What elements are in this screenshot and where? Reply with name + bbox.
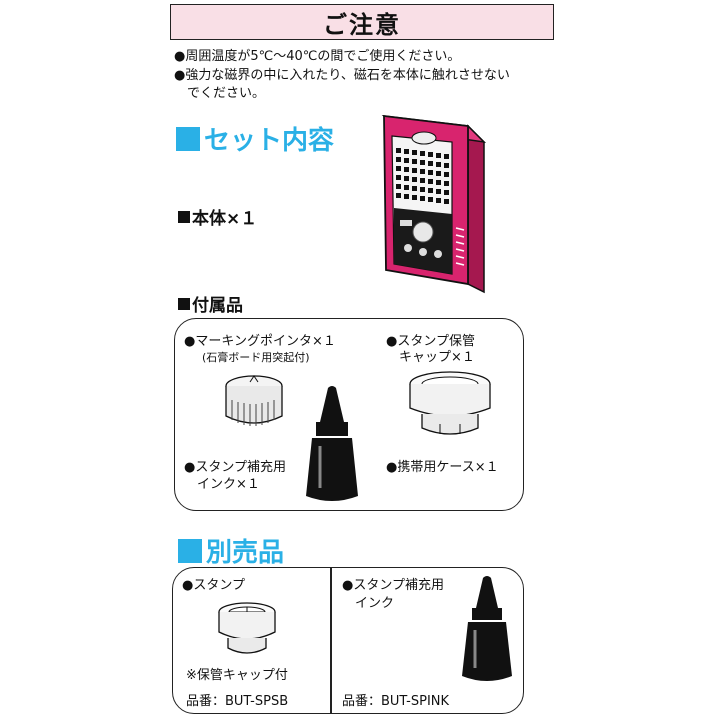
ink-refill-label-line1: ●スタンプ補充用 [342,578,444,593]
accessories-heading: 付属品 [178,291,243,316]
blue-square-icon [178,538,202,563]
case-label: ●携帯用ケース×１ [386,460,499,475]
ink-refill-label-line2: インク [342,596,395,611]
black-square-icon [178,210,190,223]
main-unit-text: 本体×１ [192,209,258,229]
stamp-note: ※保管キャップ付 [186,668,288,683]
pointer-note: (石膏ボード用突起付) [202,351,310,364]
stamp-illustration [218,602,276,654]
pointer-label: ●マーキングポインタ×１ [184,334,336,349]
caution-title: ご注意 [323,10,401,39]
stamp-part-number: 品番：BUT-SPSB [186,694,289,709]
ink-label-line1: ●スタンプ補充用 [184,460,286,475]
blue-square-icon [176,126,200,151]
accessories-title: 付属品 [192,296,243,316]
accessories-panel [174,318,524,511]
stamp-label: ●スタンプ [182,578,245,593]
black-square-icon [178,297,190,310]
stamp-cap-illustration [409,371,491,435]
sold-separately-title: 別売品 [206,538,285,568]
caution-note-2: ●強力な磁界の中に入れたり、磁石を本体に触れさせない [174,68,510,83]
main-unit-label: 本体×１ [178,204,257,229]
ink-refill-part-number: 品番：BUT-SPINK [342,694,450,709]
set-contents-title: セット内容 [204,126,335,156]
set-contents-heading: セット内容 [176,120,334,157]
sold-separately-heading: 別売品 [178,532,284,569]
caution-note-1: ●周囲温度が5℃～40℃の間でご使用ください。 [174,49,461,64]
ink-bottle-illustration [306,386,358,501]
caution-note-3: でください。 [174,86,266,101]
cap-label-line2: キャップ×１ [386,350,475,365]
sold-separately-panel [172,567,524,714]
marking-pointer-illustration [225,375,283,426]
device-illustration [381,114,487,294]
ink-refill-bottle-illustration [462,576,512,681]
panel-divider [330,568,332,713]
cap-label-line1: ●スタンプ保管 [386,334,475,349]
ink-label-line2: インク×１ [184,477,260,492]
caution-box: ご注意 [170,4,554,40]
